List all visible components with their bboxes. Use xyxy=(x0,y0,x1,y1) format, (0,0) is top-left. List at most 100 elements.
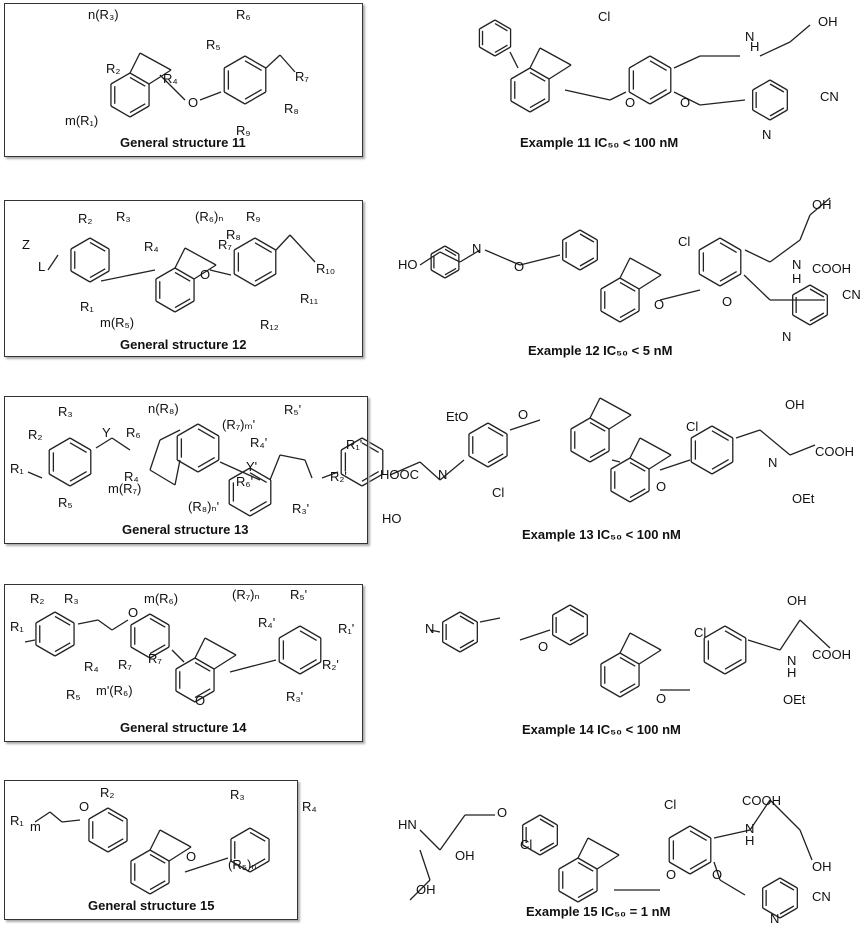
bond xyxy=(519,629,551,641)
bond xyxy=(619,281,636,292)
bond xyxy=(130,882,151,895)
atom-label: m'(R₆) xyxy=(96,683,133,698)
bond xyxy=(600,277,621,290)
bond xyxy=(149,613,170,626)
atom-label: COOH xyxy=(742,793,781,808)
atom-label: R₃ xyxy=(58,404,73,419)
atom-label: R₁' xyxy=(338,621,355,636)
bond xyxy=(419,849,431,881)
bond xyxy=(719,242,737,253)
bond xyxy=(769,799,801,831)
atom-label: R₅ xyxy=(206,37,221,52)
bond xyxy=(340,437,363,451)
bond xyxy=(562,259,581,271)
bond xyxy=(213,654,237,670)
bond xyxy=(668,861,691,875)
bond xyxy=(690,425,713,439)
atom-label: (R₈)ₙ' xyxy=(188,499,220,514)
bond xyxy=(209,269,232,276)
bond xyxy=(89,241,106,252)
bond xyxy=(719,237,742,251)
atom-label: O xyxy=(656,479,667,494)
atom-label: HO xyxy=(382,511,402,526)
bond xyxy=(70,270,91,283)
bond xyxy=(779,619,801,651)
bond xyxy=(600,652,621,665)
bond xyxy=(289,234,316,263)
atom-label: N xyxy=(745,821,755,836)
bond xyxy=(698,273,721,287)
bond xyxy=(279,454,306,461)
bond xyxy=(149,880,166,891)
bond xyxy=(539,814,558,826)
bond xyxy=(799,829,813,861)
bond xyxy=(54,644,75,657)
atom-label: R₅' xyxy=(290,587,308,602)
bond xyxy=(539,842,555,852)
atom-label: OH xyxy=(787,593,807,608)
atom-label: R₁ xyxy=(10,619,24,634)
bond xyxy=(494,46,511,57)
bond xyxy=(219,461,261,481)
atom-label: Y xyxy=(102,425,111,440)
atom-label: R₄ xyxy=(144,239,159,254)
atom-label: COOH xyxy=(812,647,851,662)
bond xyxy=(197,459,220,473)
bond xyxy=(361,442,379,453)
bond xyxy=(249,472,267,483)
bond xyxy=(444,269,460,279)
atom-label: R₂ xyxy=(100,785,115,800)
structure-caption: General structure 12 xyxy=(120,337,247,352)
bond xyxy=(361,473,384,487)
bond xyxy=(61,819,81,823)
bond xyxy=(361,471,379,482)
bond xyxy=(629,461,646,472)
atom-label: m(R₁) xyxy=(65,113,99,128)
bond xyxy=(570,417,591,430)
bond xyxy=(107,840,128,853)
bond xyxy=(599,397,632,416)
bond xyxy=(690,461,713,475)
bond xyxy=(711,461,734,475)
bond xyxy=(509,51,519,69)
bond xyxy=(529,71,546,82)
bond xyxy=(487,455,508,468)
atom-label: O xyxy=(654,297,665,312)
atom-label: N xyxy=(472,241,482,256)
bond xyxy=(77,619,99,625)
atom-label: COOH xyxy=(812,261,851,276)
atom-label: (R₆)ₙ xyxy=(195,209,224,224)
bond xyxy=(194,688,211,699)
bond xyxy=(184,247,217,266)
bond xyxy=(629,490,650,503)
bond xyxy=(629,437,641,459)
bond xyxy=(159,429,181,441)
atom-label: N xyxy=(762,127,772,142)
bond xyxy=(100,269,156,282)
bond xyxy=(24,639,36,643)
bond xyxy=(27,471,43,479)
atom-label: O xyxy=(680,95,691,110)
bond xyxy=(54,615,71,626)
atom-label: m(R₇) xyxy=(108,481,142,496)
bond xyxy=(619,685,640,698)
bond xyxy=(577,888,594,899)
bond xyxy=(569,608,585,618)
bond xyxy=(539,818,555,828)
atom-label: O xyxy=(497,805,508,820)
bond xyxy=(89,270,110,283)
atom-label: O xyxy=(188,95,199,110)
bond xyxy=(279,54,296,73)
structure-caption: General structure 11 xyxy=(120,135,246,150)
bond xyxy=(689,859,707,870)
bond xyxy=(54,611,75,624)
atom-label: O xyxy=(79,799,90,814)
bond xyxy=(519,254,561,266)
bond xyxy=(389,461,421,476)
structure-12-box xyxy=(4,200,363,357)
bond xyxy=(743,274,771,301)
bond xyxy=(610,490,631,503)
bond xyxy=(611,459,621,463)
bond xyxy=(107,811,124,822)
bond xyxy=(430,245,446,255)
